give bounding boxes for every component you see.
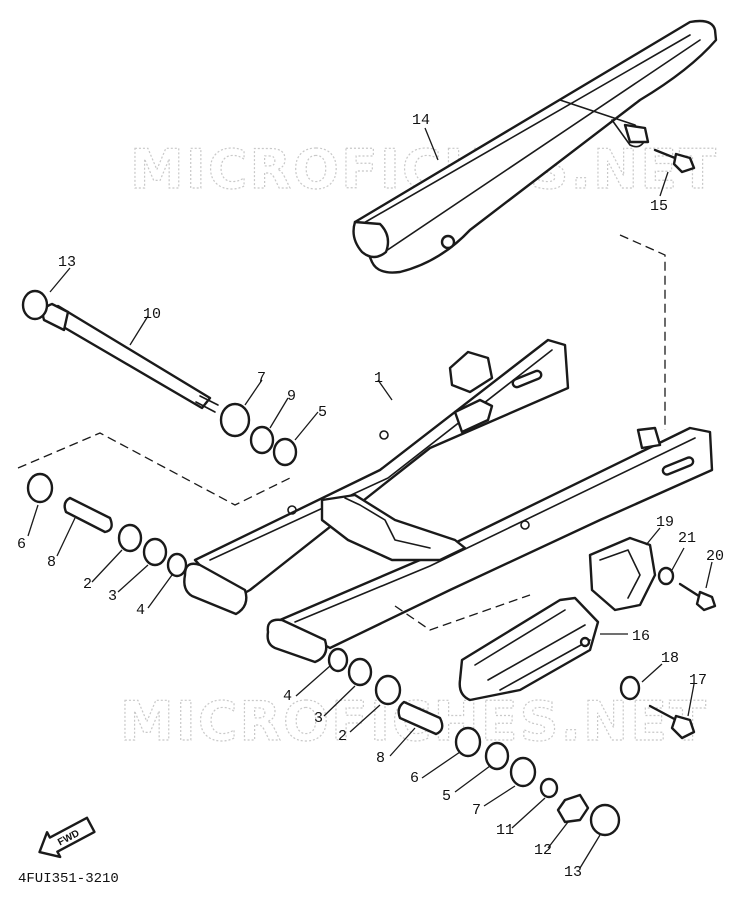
bearing-2-upper [117,523,143,553]
callout-9: 9 [287,388,296,405]
assembly-line-slider [394,594,531,631]
callout-16: 16 [632,628,650,645]
seal-6-upper [26,472,54,504]
bracket-19 [588,536,657,612]
bearing-3-upper [142,537,168,567]
callout-13-upper: 13 [58,254,76,271]
callout-5-upper: 5 [318,404,327,421]
callout-6-upper: 6 [17,536,26,553]
callout-8-lower: 8 [376,750,385,767]
callout-4-lower: 4 [283,688,292,705]
callout-18: 18 [661,650,679,667]
assembly-line-pivot [17,432,291,506]
washer-5-upper [272,437,298,467]
bolt-15 [653,148,696,174]
callout-13-lower: 13 [564,864,582,881]
washer-21 [657,566,675,586]
pivot-shaft [41,302,219,413]
washer-4-upper [166,552,188,578]
callout-6-lower: 6 [410,770,419,787]
washer-9 [249,425,275,455]
callout-1: 1 [374,370,383,387]
callout-10: 10 [143,306,161,323]
callout-7-upper: 7 [257,370,266,387]
callout-3-lower: 3 [314,710,323,727]
washer-7-upper [219,402,251,438]
lower-hardware [327,647,621,837]
left-hardware [21,289,298,578]
callout-8-upper: 8 [47,554,56,571]
callout-2-lower: 2 [338,728,347,745]
callout-4-upper: 4 [136,602,145,619]
drawing-code: 4FUI351-3210 [18,871,119,887]
assembly-line-chaincase [619,234,666,430]
callout-3-upper: 3 [108,588,117,605]
callout-11: 11 [496,822,514,839]
callout-19: 19 [656,514,674,531]
callout-21: 21 [678,530,696,547]
collar-8-upper [63,496,113,534]
callout-20: 20 [706,548,724,565]
callout-15: 15 [650,198,668,215]
collar-18 [619,675,641,701]
swingarm [183,338,714,664]
leader-lines [27,127,713,869]
bolt-20 [678,582,717,612]
fwd-arrow-icon: FWD [38,816,96,859]
callout-7-lower: 7 [472,802,481,819]
bolt-17 [648,704,696,740]
cap-13-upper [21,289,49,321]
callout-17: 17 [689,672,707,689]
callout-5-lower: 5 [442,788,451,805]
chain-slider [458,596,600,702]
callout-14: 14 [412,112,430,129]
callout-2-upper: 2 [83,576,92,593]
callout-12: 12 [534,842,552,859]
chain-case [352,19,718,274]
